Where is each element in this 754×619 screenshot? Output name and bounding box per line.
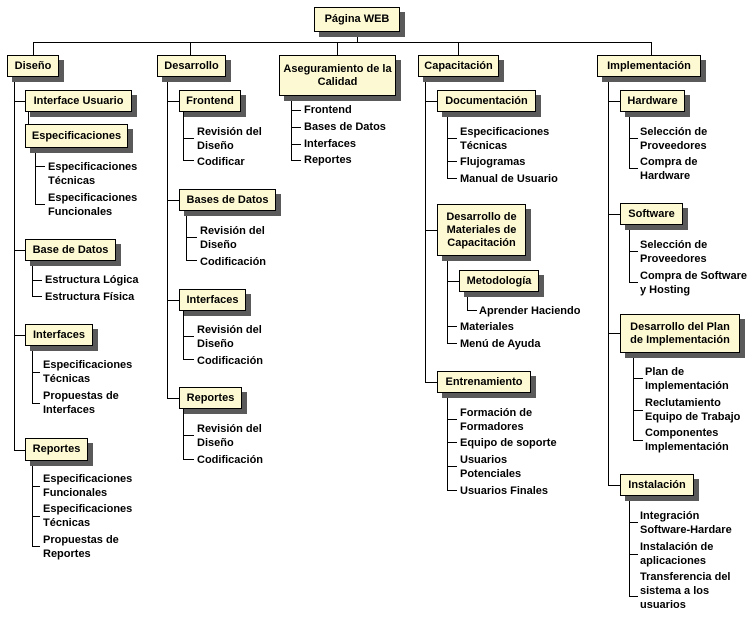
- desarrollo-materiales-node: Desarrollo de Materiales de Capacitación: [437, 204, 526, 256]
- frontend-node: Frontend: [179, 90, 241, 112]
- leaf-qa-bases-datos: Bases de Datos: [304, 121, 386, 133]
- metodologia-node: Metodología: [459, 270, 539, 292]
- leaf-ent-equipo: Equipo de soporte: [460, 437, 557, 449]
- documentacion-node: Documentación: [437, 90, 536, 112]
- leaf-plan-componentes: Componentes Implementación: [645, 427, 729, 453]
- software-node: Software: [620, 203, 683, 225]
- reportes-node: Reportes: [25, 438, 88, 461]
- leaf-estructura-logica: Estructura Lógica: [45, 274, 139, 286]
- leaf-in-codificacion: Codificación: [197, 355, 264, 367]
- leaf-estructura-fisica: Estructura Física: [45, 291, 135, 303]
- leaf-aprender-haciendo: Aprender Haciendo: [479, 305, 581, 317]
- hardware-node: Hardware: [620, 90, 685, 112]
- leaf-in-revision: Revisión del Diseño: [197, 324, 262, 350]
- dev-reportes-node: Reportes: [179, 387, 242, 409]
- leaf-ent-formacion: Formación de Formadores: [460, 407, 533, 433]
- leaf-rep-propuestas: Propuestas de Reportes: [43, 534, 119, 560]
- leaf-ins-integracion: Integración Software-Hardare: [640, 510, 732, 536]
- plan-implementacion-node: Desarrollo del Plan de Implementación: [620, 314, 740, 353]
- leaf-esp-funcionales: Especificaciones Funcionales: [48, 192, 138, 218]
- leaf-qa-interfaces: Interfaces: [304, 138, 356, 150]
- leaf-materiales: Materiales: [460, 321, 514, 333]
- implementacion-node: Implementación: [597, 55, 701, 77]
- desarrollo-node: Desarrollo: [157, 55, 226, 77]
- leaf-ent-potenciales: Usuarios Potenciales: [460, 454, 522, 480]
- leaf-doc-flujogramas: Flujogramas: [460, 156, 526, 168]
- interface-usuario-node: Interface Usuario: [25, 90, 132, 112]
- interfaces-node: Interfaces: [25, 324, 93, 346]
- root-node: Página WEB: [314, 7, 400, 32]
- leaf-sw-compra: Compra de Software y Hosting: [640, 270, 747, 296]
- leaf-rep-esp-tecnicas: Especificaciones Técnicas: [43, 503, 133, 529]
- leaf-doc-especificaciones: Especificaciones Técnicas: [460, 126, 550, 152]
- dev-interfaces-node: Interfaces: [179, 289, 246, 311]
- leaf-plan-plan: Plan de Implementación: [645, 366, 729, 392]
- leaf-fe-codificar: Codificar: [197, 156, 245, 168]
- bases-de-datos-node: Bases de Datos: [179, 189, 276, 211]
- leaf-re-revision: Revisión del Diseño: [197, 423, 262, 449]
- leaf-ins-aplicaciones: Instalación de aplicaciones: [640, 541, 714, 567]
- entrenamiento-node: Entrenamiento: [437, 371, 531, 393]
- leaf-doc-manual: Manual de Usuario: [460, 173, 558, 185]
- especificaciones-node: Especificaciones: [25, 124, 128, 148]
- leaf-hw-seleccion: Selección de Proveedores: [640, 126, 708, 152]
- leaf-hw-compra: Compra de Hardware: [640, 156, 698, 182]
- aseguramiento-node: Aseguramiento de la Calidad: [279, 55, 396, 96]
- leaf-rep-esp-funcionales: Especificaciones Funcionales: [43, 473, 133, 499]
- leaf-ins-transferencia: Transferencia del sistema a los usuarios: [640, 571, 731, 611]
- leaf-bd-revision: Revisión del Diseño: [200, 225, 265, 251]
- leaf-ent-finales: Usuarios Finales: [460, 485, 549, 497]
- leaf-plan-reclutamiento: Reclutamiento Equipo de Trabajo: [645, 397, 741, 423]
- instalacion-node: Instalación: [620, 474, 694, 496]
- leaf-menu-ayuda: Menú de Ayuda: [460, 338, 541, 350]
- leaf-fe-revision: Revisión del Diseño: [197, 126, 262, 152]
- leaf-qa-frontend: Frontend: [304, 104, 352, 116]
- leaf-int-esp-tecnicas: Especificaciones Técnicas: [43, 359, 133, 385]
- leaf-qa-reportes: Reportes: [304, 154, 352, 166]
- leaf-bd-codificacion: Codificación: [200, 256, 267, 268]
- leaf-int-propuestas: Propuestas de Interfaces: [43, 390, 119, 416]
- leaf-sw-seleccion: Selección de Proveedores: [640, 239, 708, 265]
- diseno-node: Diseño: [7, 55, 59, 77]
- leaf-esp-tecnicas: Especificaciones Técnicas: [48, 161, 138, 187]
- base-de-datos-node: Base de Datos: [25, 239, 116, 261]
- capacitacion-node: Capacitación: [418, 55, 499, 77]
- leaf-re-codificacion: Codificación: [197, 454, 264, 466]
